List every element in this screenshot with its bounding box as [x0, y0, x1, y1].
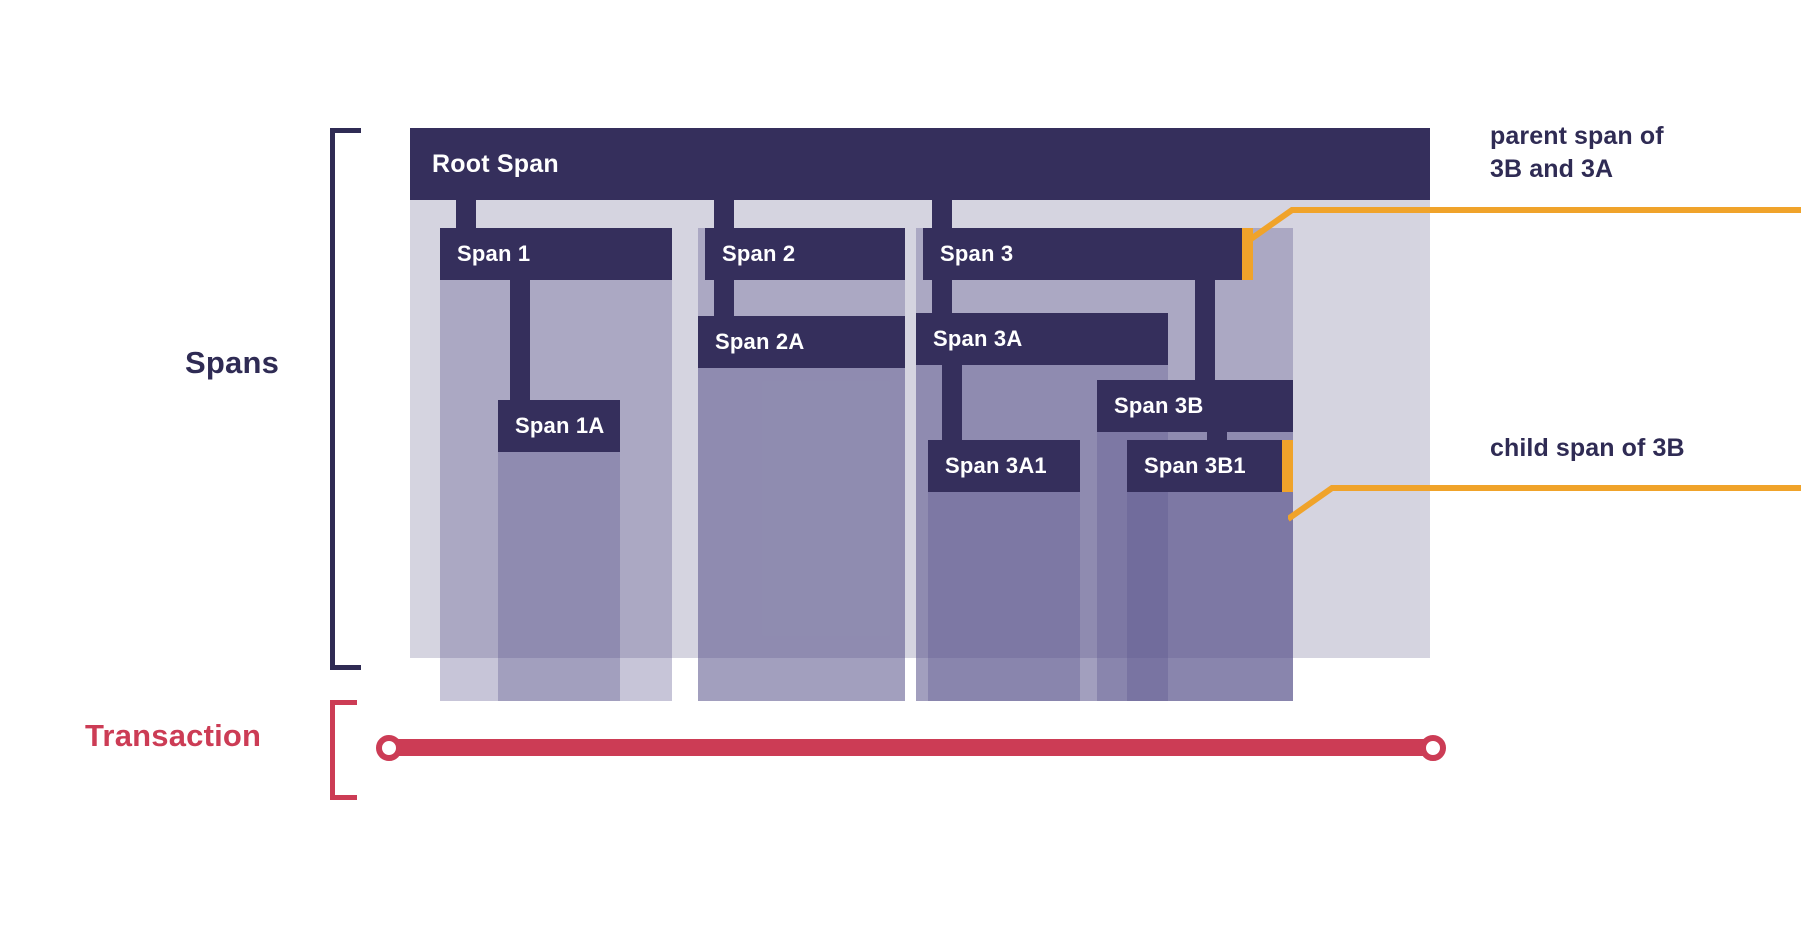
- span-label: Span 3A1: [945, 453, 1047, 478]
- span-label: Span 3B1: [1144, 453, 1246, 478]
- span-bar-span3b1[interactable]: Span 3B1: [1127, 440, 1293, 492]
- span-bar-span1[interactable]: Span 1: [440, 228, 672, 280]
- transaction-end-dot: [1420, 735, 1446, 761]
- band-span3b: [1097, 380, 1293, 701]
- span-label: Span 1A: [515, 413, 605, 438]
- connector-root-to-span2: [714, 188, 734, 236]
- transaction-bar: [386, 739, 1436, 756]
- span-label: Span 1: [457, 241, 531, 266]
- connector-root-to-span1: [456, 188, 476, 236]
- span-label: Root Span: [432, 149, 559, 178]
- transaction-group-label: Transaction: [85, 718, 262, 753]
- connector-span3-to-span3b: [1195, 273, 1215, 388]
- span-label: Span 2A: [715, 329, 805, 354]
- callout-text-parent: parent span of 3B and 3A: [1490, 122, 1664, 183]
- span-bar-span3b[interactable]: Span 3B: [1097, 380, 1293, 432]
- highlight-marker-span3: [1242, 228, 1253, 280]
- spans-group-label: Spans: [185, 345, 280, 380]
- callout-leader-parent: [1248, 205, 1801, 245]
- span-bar-span1a[interactable]: Span 1A: [498, 400, 620, 452]
- spans-canvas: Root Span Span 1 Span 1A Span 2 Span 2A …: [410, 128, 1430, 701]
- span-label: Span 3B: [1114, 393, 1204, 418]
- span-bar-span2a[interactable]: Span 2A: [698, 316, 905, 368]
- transaction-start-dot: [376, 735, 402, 761]
- span-label: Span 2: [722, 241, 796, 266]
- span-bar-span2[interactable]: Span 2: [705, 228, 905, 280]
- band-span1: [440, 228, 672, 701]
- connector-span3a-to-span3a1: [942, 358, 962, 448]
- connector-span1-to-span1a: [510, 273, 530, 408]
- spans-bracket: [330, 128, 361, 670]
- callout-leader-child: [1288, 483, 1801, 523]
- connector-span3-to-span3a: [932, 273, 952, 321]
- span-label: Span 3A: [933, 326, 1023, 351]
- band-span2a: [698, 316, 905, 701]
- callout-text-child: child span of 3B: [1490, 434, 1685, 462]
- span-bar-span3a[interactable]: Span 3A: [916, 313, 1168, 365]
- span-label: Span 3: [940, 241, 1014, 266]
- highlight-marker-span3b1: [1282, 440, 1293, 492]
- span-bar-root[interactable]: Root Span: [410, 128, 1430, 200]
- connector-span2-to-span2a: [714, 273, 734, 323]
- transaction-bracket: [330, 700, 357, 800]
- span-bar-span3[interactable]: Span 3: [923, 228, 1253, 280]
- span-bar-span3a1[interactable]: Span 3A1: [928, 440, 1080, 492]
- connector-root-to-span3: [932, 188, 952, 236]
